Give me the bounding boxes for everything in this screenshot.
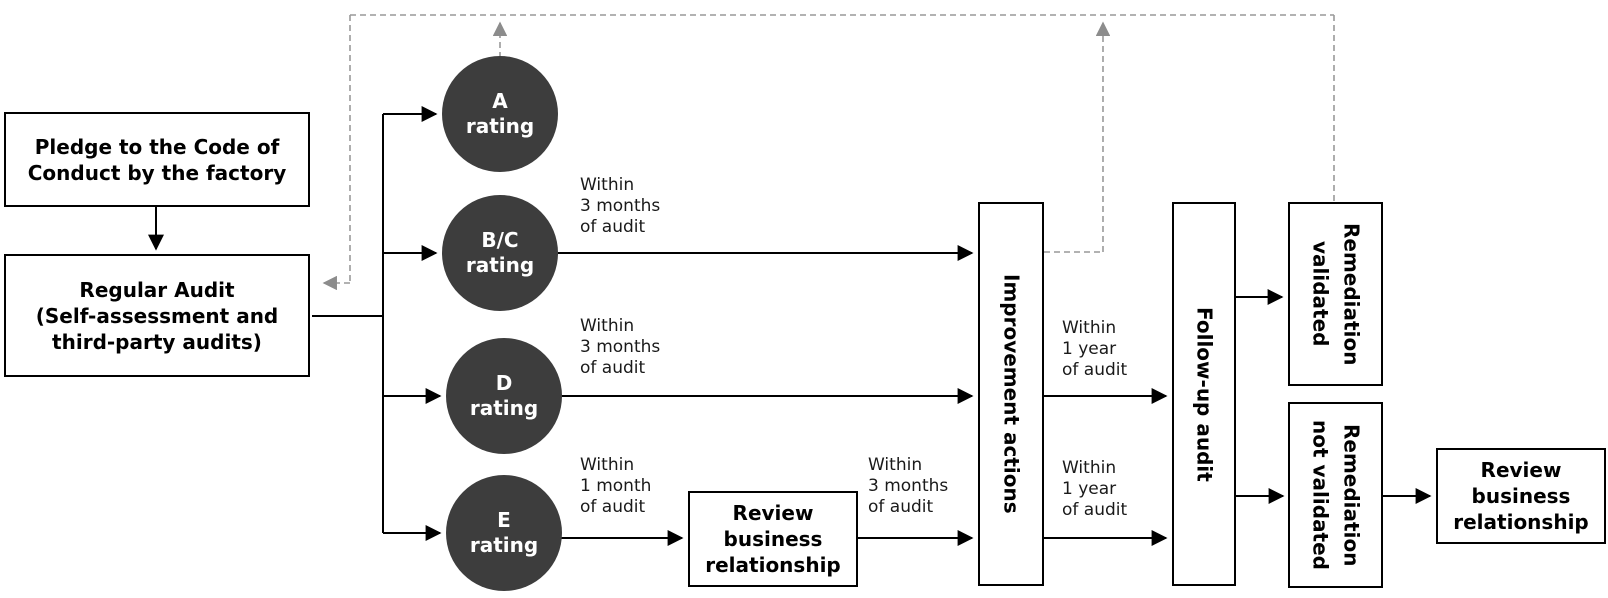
node-review-business-relationship-mid: Review business relationship xyxy=(688,491,858,587)
rating-a-grade: A xyxy=(492,89,508,113)
review-business-final-label: Review business relationship xyxy=(1453,458,1589,534)
node-rating-a: A rating xyxy=(442,56,558,172)
node-review-business-relationship-final: Review business relationship xyxy=(1436,448,1606,544)
node-rating-bc: B/C rating xyxy=(442,195,558,311)
node-remediation-validated: Remediation validated xyxy=(1288,202,1383,386)
edge-label-improvement-to-followup-bottom: Within 1 year of audit xyxy=(1062,458,1128,520)
rating-d-word: rating xyxy=(469,396,539,420)
node-regular-audit: Regular Audit (Self-assessment and third… xyxy=(4,254,310,377)
improvement-actions-label: Improvement actions xyxy=(999,274,1024,514)
rating-e-grade: E xyxy=(497,508,511,532)
dashed-feedback-connectors xyxy=(322,14,1335,291)
solid-connectors xyxy=(148,106,1432,546)
rating-bc-word: rating xyxy=(465,253,535,277)
node-rating-d: D rating xyxy=(446,338,562,454)
edge-label-d-to-improvement: Within 3 months of audit xyxy=(580,316,661,378)
remediation-validated-label: Remediation validated xyxy=(1308,222,1364,366)
edge-label-bc-to-improvement: Within 3 months of audit xyxy=(580,175,661,237)
node-improvement-actions: Improvement actions xyxy=(978,202,1044,586)
edge-label-e-to-review: Within 1 month of audit xyxy=(580,455,652,517)
rating-e-word: rating xyxy=(469,533,539,557)
node-regular-audit-subtitle: (Self-assessment and third-party audits) xyxy=(35,303,279,354)
rating-a-word: rating xyxy=(465,114,535,138)
review-business-mid-label: Review business relationship xyxy=(705,501,841,577)
edge-label-improvement-to-followup-top: Within 1 year of audit xyxy=(1062,318,1128,380)
remediation-not-validated-label: Remediation not validated xyxy=(1308,420,1364,570)
rating-d-grade: D xyxy=(495,371,513,395)
node-follow-up-audit: Follow-up audit xyxy=(1172,202,1236,586)
node-remediation-not-validated: Remediation not validated xyxy=(1288,402,1383,588)
node-pledge-label: Pledge to the Code of Conduct by the fac… xyxy=(27,134,287,185)
rating-bc-grade: B/C xyxy=(481,228,519,252)
follow-up-audit-label: Follow-up audit xyxy=(1192,306,1217,482)
node-rating-e: E rating xyxy=(446,475,562,591)
node-regular-audit-title: Regular Audit xyxy=(79,277,235,302)
edge-label-review-to-improvement: Within 3 months of audit xyxy=(868,455,949,517)
node-pledge-code-of-conduct: Pledge to the Code of Conduct by the fac… xyxy=(4,112,310,207)
